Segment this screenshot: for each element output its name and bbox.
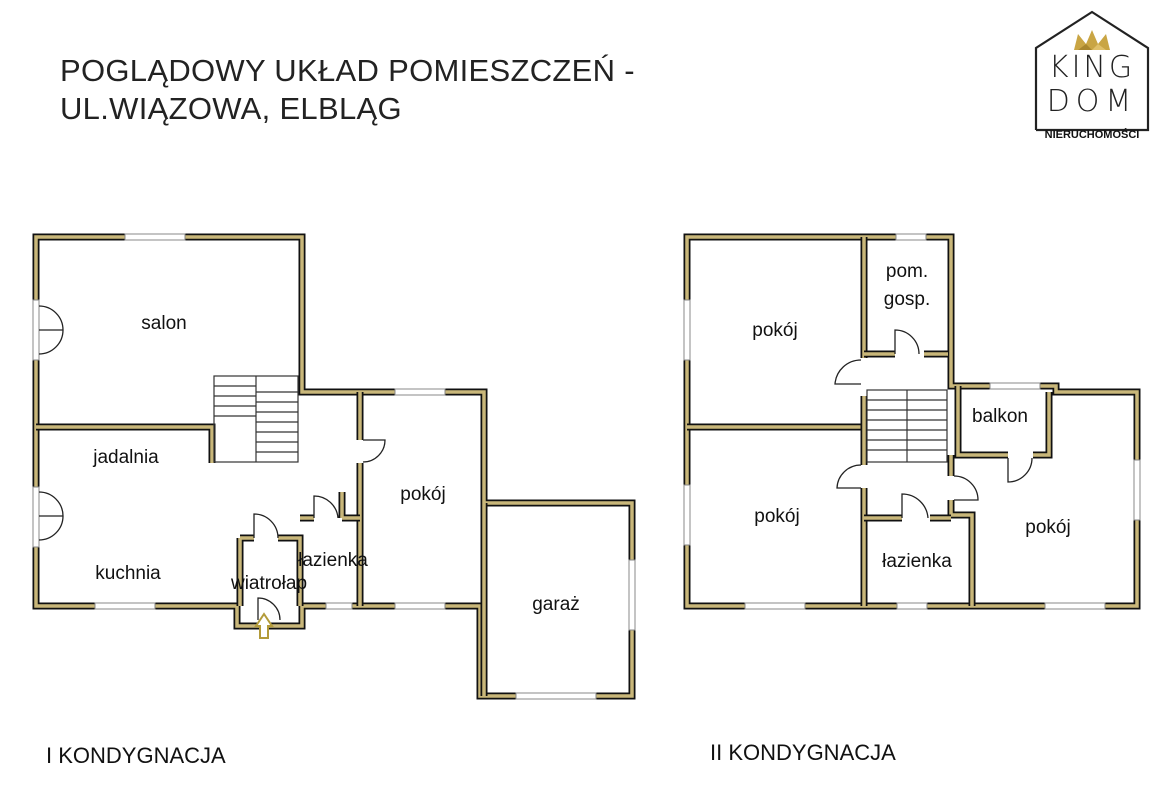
room-label-kuchnia: kuchnia	[95, 563, 161, 584]
kingdom-logo	[1034, 10, 1150, 132]
room-label-garaz: garaż	[532, 594, 580, 615]
title-line-2: UL.WIĄZOWA, ELBLĄG	[60, 91, 402, 126]
floor-1-doors	[38, 305, 386, 621]
room-label-salon: salon	[141, 313, 186, 334]
logo-subtitle: NIERUCHOMOŚCI	[1044, 129, 1140, 141]
floor-2-doors	[834, 329, 1033, 519]
room-label-pom: pom.	[886, 261, 928, 282]
floor-2-label: II KONDYGNACJA	[710, 740, 896, 765]
crown-icon	[1074, 30, 1110, 50]
room-label-pokoj: pokój	[400, 484, 445, 505]
plan-title: POGLĄDOWY UKŁAD POMIESZCZEŃ - UL.WIĄZOWA…	[60, 52, 635, 128]
floor-1-label: I KONDYGNACJA	[46, 743, 226, 768]
floor-2-outer-walls	[683, 233, 1141, 610]
floor-2-interior-walls	[687, 237, 1053, 606]
room-label-lazienka-2: łazienka	[882, 551, 952, 572]
logo-text-king: KING	[1048, 50, 1136, 85]
room-label-gosp: gosp.	[884, 289, 930, 310]
floor-1-windows	[32, 233, 636, 700]
room-label-pokoj-2b: pokój	[754, 506, 799, 527]
floor-2-stairs	[866, 389, 948, 463]
floor-2-windows	[683, 233, 1141, 610]
floor-1-stairs	[213, 375, 299, 463]
room-label-lazienka: łazienka	[298, 550, 368, 571]
room-label-jadalnia: jadalnia	[92, 447, 159, 468]
floor-2-plan: pokój pom. gosp. balkon pokój łazienka p…	[683, 233, 1141, 610]
room-label-pokoj-2c: pokój	[1025, 517, 1070, 538]
room-label-wiatrolap: wiatrołap	[230, 573, 307, 594]
floor-1-plan: salon jadalnia kuchnia wiatrołap łazienk…	[32, 233, 636, 700]
logo-text-dom: DOM	[1046, 84, 1138, 119]
room-label-pokoj-2a: pokój	[752, 320, 797, 341]
room-label-balkon: balkon	[972, 406, 1028, 427]
entrance-arrow-icon	[254, 612, 274, 639]
floor-1-interior-walls	[36, 392, 488, 696]
title-line-1: POGLĄDOWY UKŁAD POMIESZCZEŃ -	[60, 53, 635, 88]
